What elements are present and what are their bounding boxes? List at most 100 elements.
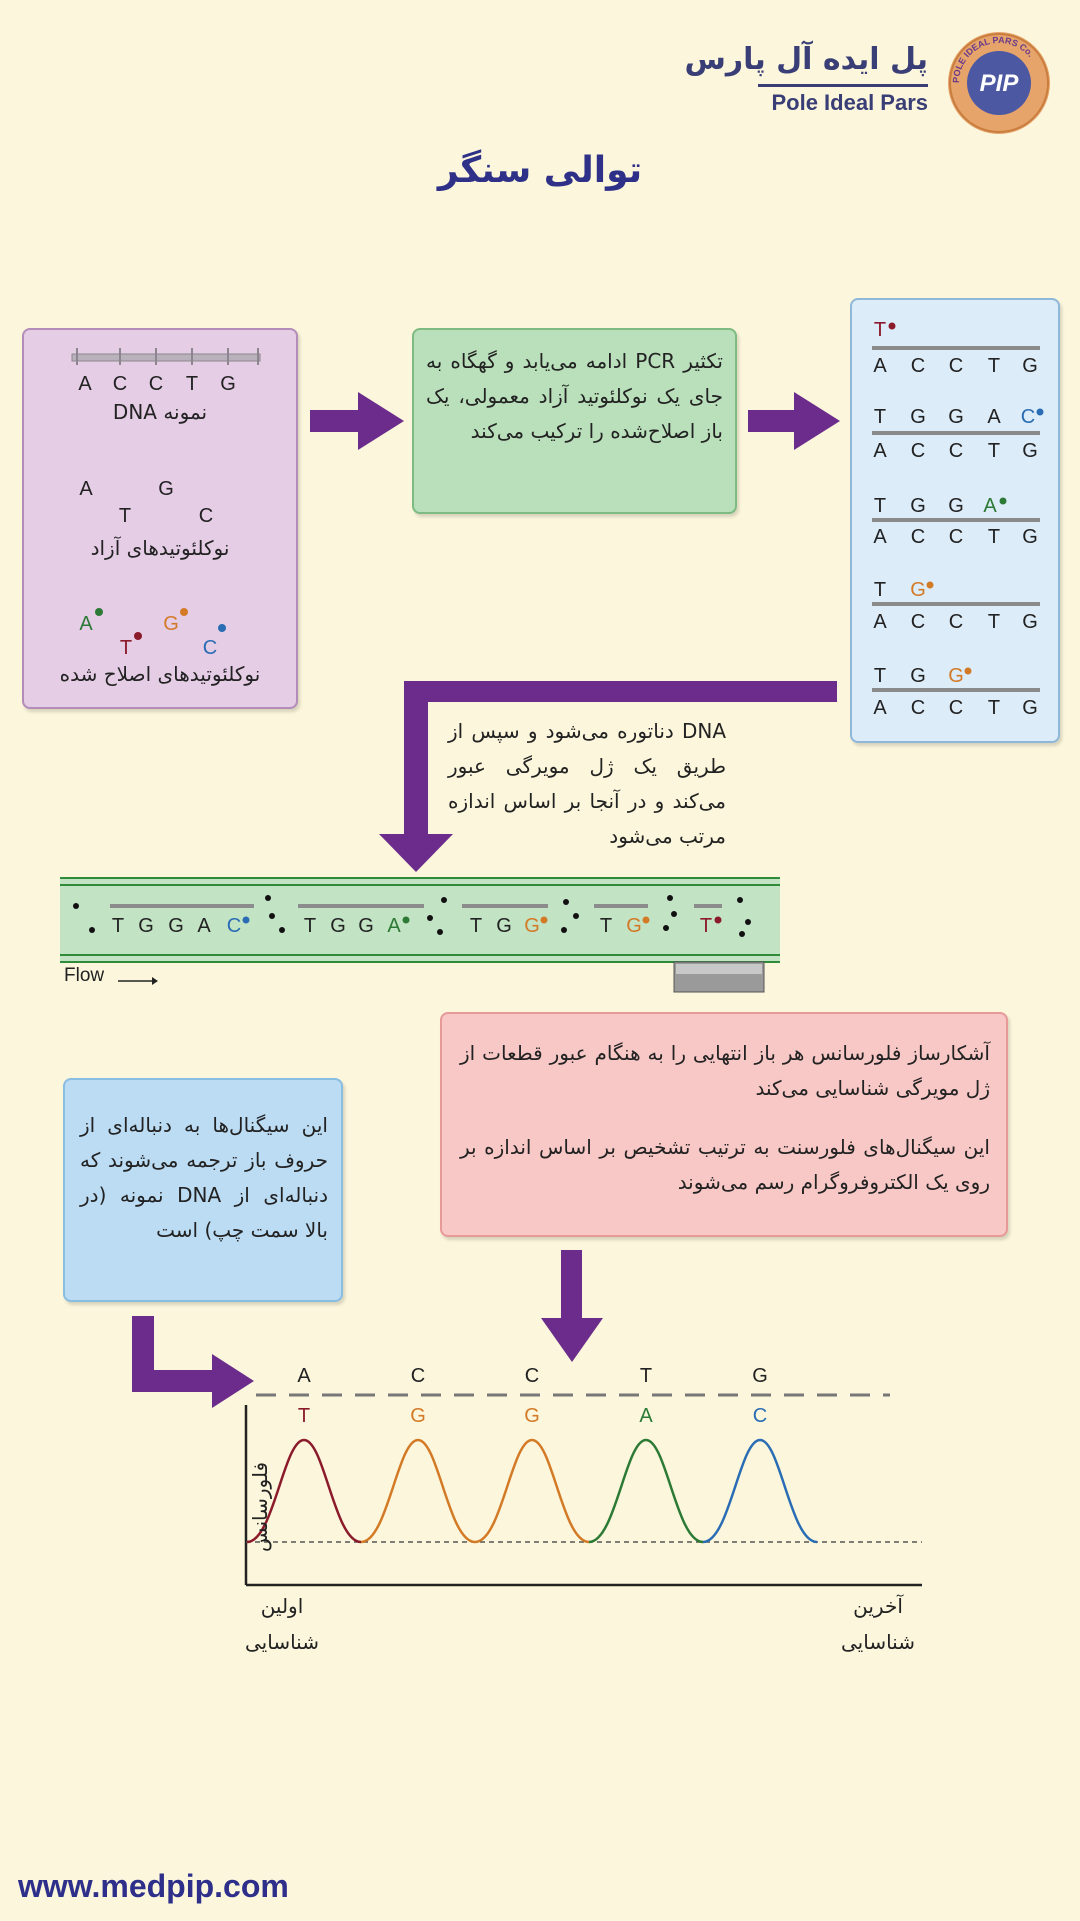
template-base-label: C <box>411 1365 425 1387</box>
fragment-template-base: C <box>949 355 963 377</box>
ingredients-illustration: A C C T G A T G C A T G C <box>71 348 261 659</box>
ingredients-panel <box>22 328 298 709</box>
modified-nucleotides-caption: نوکلئوتیدهای اصلاح شده <box>59 662 261 686</box>
fragment-template-base: C <box>911 440 925 462</box>
y-axis-label: فلورسانس <box>248 1461 272 1553</box>
template-base: T <box>186 373 198 395</box>
fragment-base: G <box>948 406 964 428</box>
modified-nucleotide-a: A <box>79 613 93 635</box>
fragment-base: G <box>910 495 926 517</box>
fragment-base: G <box>910 406 926 428</box>
detected-base-label: T <box>298 1405 310 1427</box>
fragment-template-base: C <box>911 355 925 377</box>
gel-base: G <box>138 915 154 937</box>
flow-label: Flow <box>64 965 105 986</box>
template-base-label: T <box>640 1365 652 1387</box>
gel-base: A <box>387 915 401 937</box>
detected-base-label: A <box>639 1405 653 1427</box>
fragment-template-base: A <box>873 697 887 719</box>
detector-step-panel <box>440 1012 1008 1237</box>
peak-a <box>588 1438 704 1544</box>
modified-nucleotide-c: C <box>203 637 217 659</box>
fragment-base: G <box>948 665 964 687</box>
arrow-elbow-right-icon <box>132 1316 254 1408</box>
peak-g <box>474 1438 590 1544</box>
brand-name-fa: پل ایده آل پارس <box>684 42 928 77</box>
fragment-template-base: A <box>873 611 887 633</box>
fragments-illustration: T A C C T G T G G A C A C C T G T G G A … <box>872 319 1044 719</box>
pcr-step-panel <box>412 328 737 514</box>
brand-name-en: Pole Ideal Pars <box>771 90 928 115</box>
fragment-base: A <box>983 495 997 517</box>
fragment-template-base: C <box>949 526 963 548</box>
fragment-base: T <box>874 579 886 601</box>
brand-divider <box>758 84 928 87</box>
modified-nucleotide-g: G <box>163 613 179 635</box>
fragment-template-base: A <box>873 440 887 462</box>
arrow-down-elbow-icon <box>379 681 837 872</box>
gel-base: G <box>496 915 512 937</box>
detected-base-label: G <box>410 1405 426 1427</box>
detector-step-text-2: این سیگنال‌های فلورسنت به ترتیب تشخیص بر… <box>460 1135 990 1194</box>
gel-base: G <box>524 915 540 937</box>
capillary-gel: T G G A C T G G A T G G T G T <box>60 877 780 993</box>
gel-base: T <box>112 915 124 937</box>
peak-g <box>360 1438 476 1544</box>
template-base-label: G <box>752 1365 768 1387</box>
gel-base: T <box>304 915 316 937</box>
detected-base-label: G <box>524 1405 540 1427</box>
fragment-template-base: A <box>873 355 887 377</box>
fragment-template-base: G <box>1022 526 1038 548</box>
detected-base-label: C <box>753 1405 767 1427</box>
fragment-base: G <box>910 579 926 601</box>
detector-step-text-1: آشکارساز فلورسانس هر باز انتهایی را به ه… <box>460 1041 990 1100</box>
fragment-template-base: A <box>873 526 887 548</box>
free-nucleotide: C <box>199 505 213 527</box>
fragment-template-base: T <box>988 697 1000 719</box>
gel-base: T <box>700 915 712 937</box>
fragment-template-base: G <box>1022 611 1038 633</box>
fragment-template-base: T <box>988 355 1000 377</box>
template-caption: نمونه DNA <box>112 400 208 424</box>
brand-logo-icon: POLE IDEAL PARS Co. PIP <box>948 32 1050 134</box>
website-link[interactable]: www.medpip.com <box>18 1868 289 1904</box>
template-base: C <box>149 373 163 395</box>
fragment-template-base: T <box>988 440 1000 462</box>
fragment-template-base: C <box>911 611 925 633</box>
page-title: توالی سنگر <box>437 150 643 191</box>
gel-base: A <box>197 915 211 937</box>
pcr-step-text: تکثیر PCR ادامه می‌یابد و گهگاه به جای ی… <box>426 349 724 443</box>
free-nucleotide: G <box>158 478 174 500</box>
fragment-base: T <box>874 495 886 517</box>
gel-base: T <box>600 915 612 937</box>
logo-mark-text: PIP <box>980 70 1020 97</box>
fragment-template-base: G <box>1022 355 1038 377</box>
fragment-template-base: C <box>911 697 925 719</box>
fragment-base: G <box>948 495 964 517</box>
dye-dot <box>95 608 103 616</box>
translate-step-panel <box>63 1078 343 1302</box>
free-nucleotide: T <box>119 505 131 527</box>
gel-base: G <box>358 915 374 937</box>
template-base-label: C <box>525 1365 539 1387</box>
dye-dot <box>218 624 226 632</box>
fragment-template-base: T <box>988 526 1000 548</box>
x-start-label: اولین شناسایی <box>245 1594 319 1654</box>
free-nucleotides-caption: نوکلئوتیدهای آزاد <box>90 536 230 560</box>
fragment-template-base: T <box>988 611 1000 633</box>
translate-step-text: این سیگنال‌ها به دنباله‌ای از حروف باز ت… <box>80 1113 328 1242</box>
gel-base: G <box>330 915 346 937</box>
template-base: G <box>220 373 236 395</box>
template-strand <box>71 353 261 362</box>
fragment-template-base: C <box>949 440 963 462</box>
fragment-base: C <box>1021 406 1035 428</box>
gel-base: C <box>227 915 241 937</box>
peak-c <box>702 1438 818 1544</box>
gel-base: G <box>626 915 642 937</box>
fragment-base: G <box>910 665 926 687</box>
fragment-base: T <box>874 319 886 341</box>
strand-ticks <box>76 348 259 365</box>
flow-arrow-icon <box>118 977 158 985</box>
fragment-base: T <box>874 406 886 428</box>
